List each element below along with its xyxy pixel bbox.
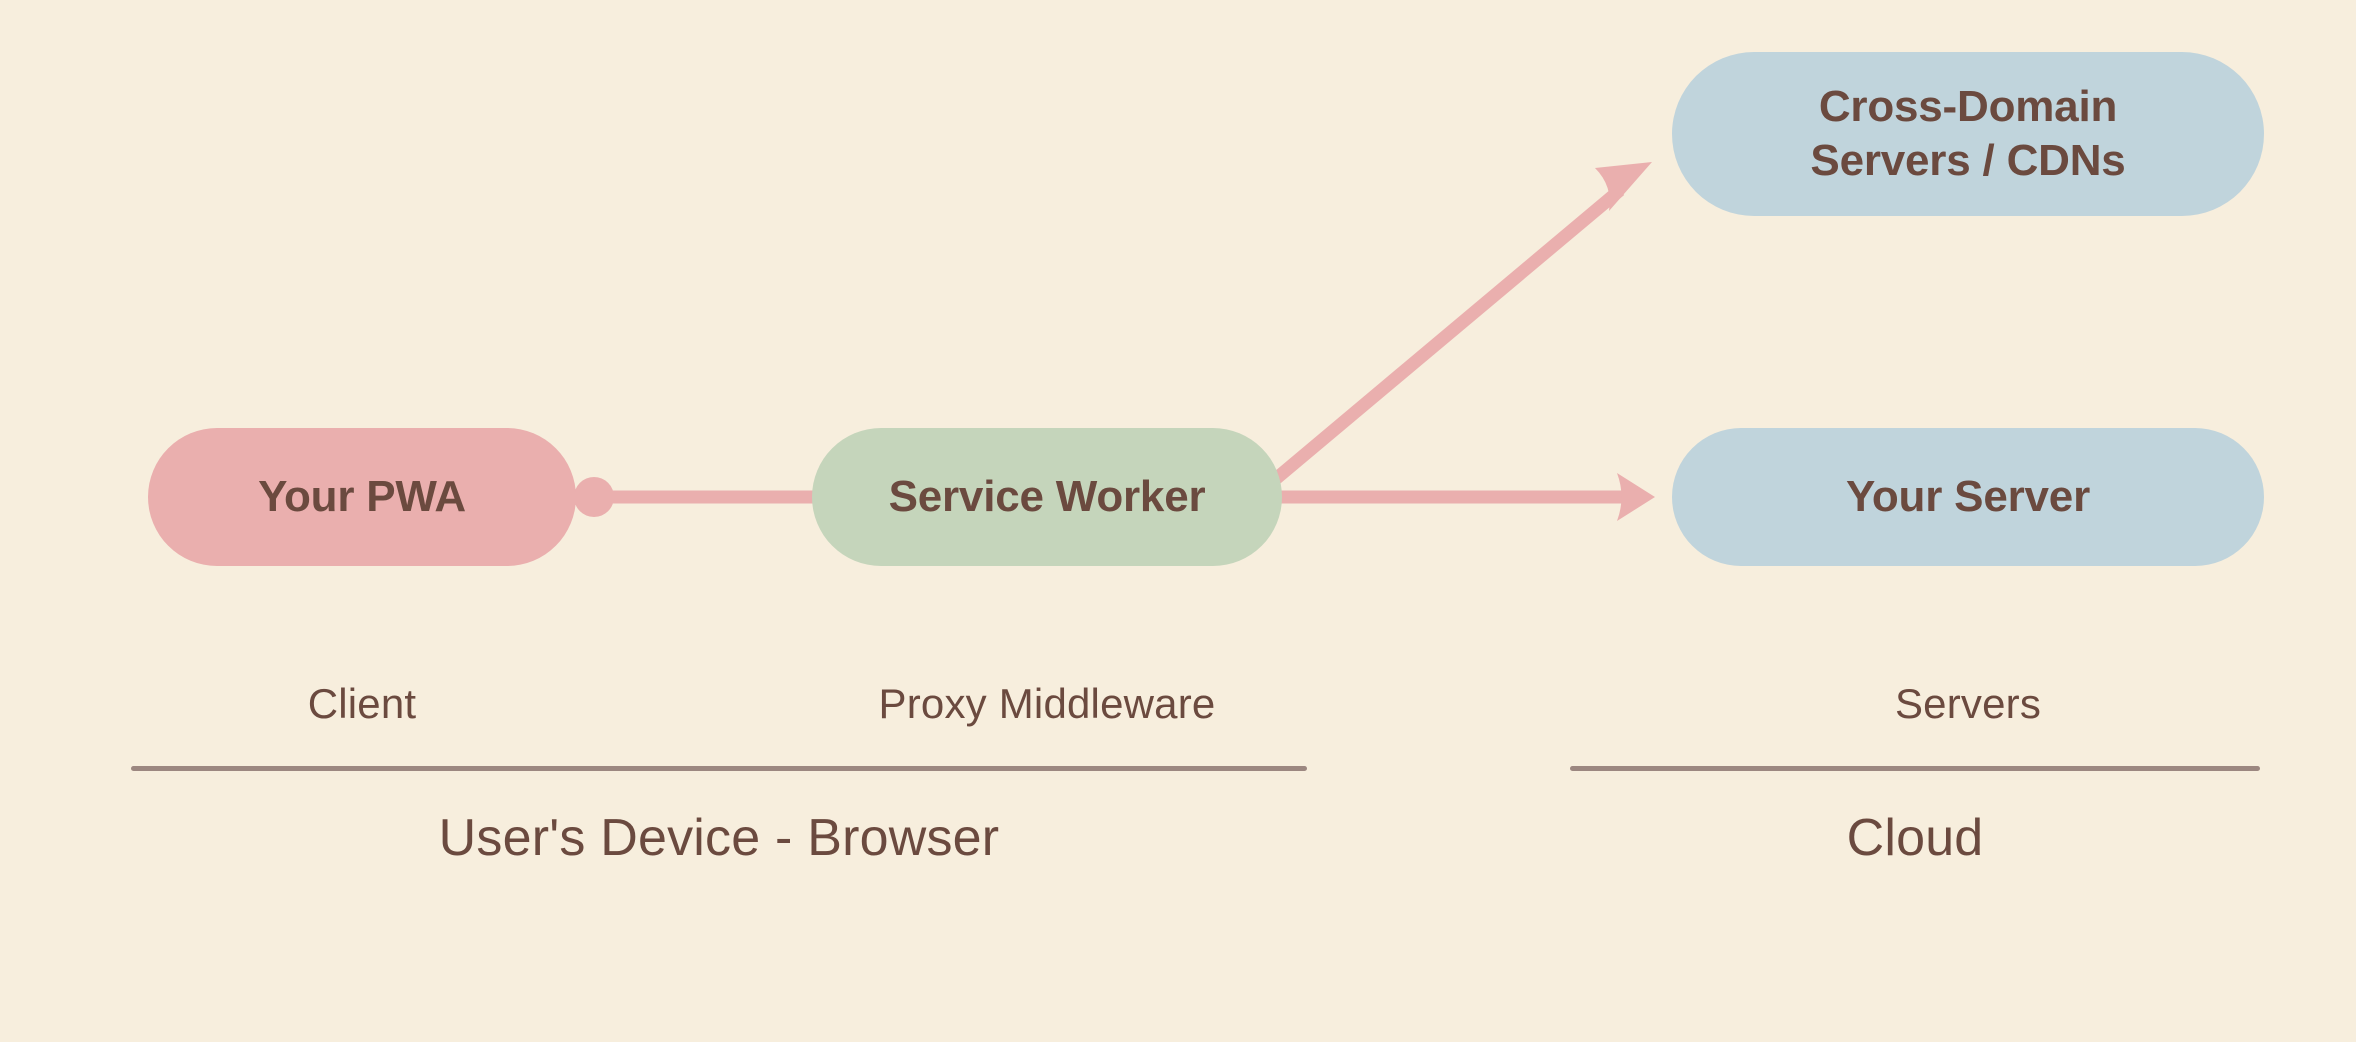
caption-cloud: Cloud [1846,809,1984,867]
node-cross-domain-servers[interactable]: Cross-Domain Servers / CDNs [1672,52,2264,216]
connector-dot-pwa [574,477,614,517]
node-service-worker-label: Service Worker [888,472,1206,522]
arrowhead-your-server [1617,473,1655,521]
edge-service-worker-to-cross-domain [1267,185,1625,487]
node-service-worker[interactable]: Service Worker [812,428,1282,566]
zone-label-proxy-middleware: Proxy Middleware [878,680,1216,727]
zone-label-servers: Servers [1894,680,2042,727]
node-cross-domain-label-line2: Servers / CDNs [1810,136,2126,185]
node-your-server-label: Your Server [1846,472,2090,522]
zone-label-client: Client [307,680,417,727]
node-your-server[interactable]: Your Server [1672,428,2264,566]
node-your-pwa-label: Your PWA [258,472,466,522]
node-your-pwa[interactable]: Your PWA [148,428,576,566]
arrowhead-cross-domain [1595,162,1652,211]
caption-users-device-browser: User's Device - Browser [438,809,1000,867]
node-cross-domain-label-line1: Cross-Domain [1818,82,2118,132]
divider-cloud [1570,766,2260,771]
divider-device [131,766,1307,771]
